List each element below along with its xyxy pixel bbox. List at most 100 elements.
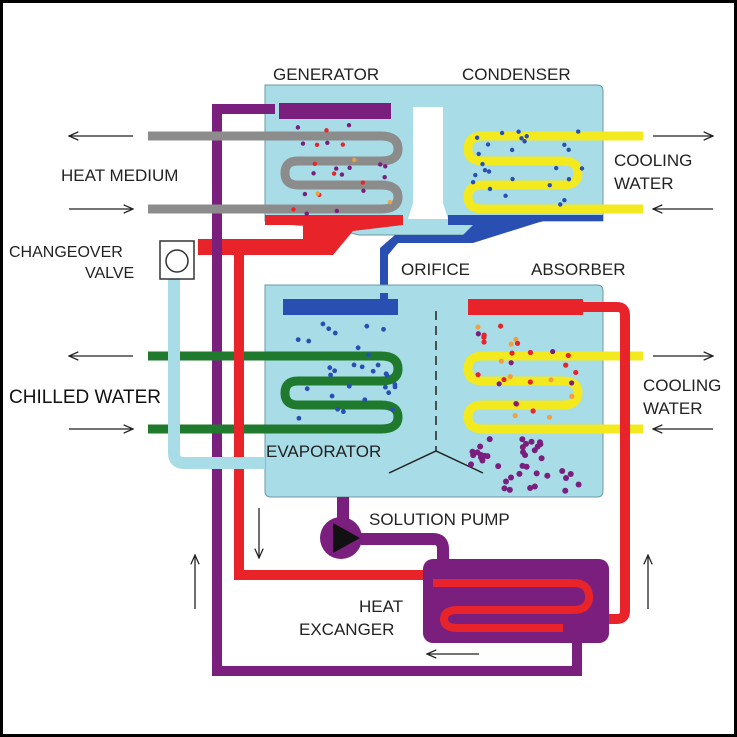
solution-pump-arrow	[333, 523, 360, 553]
condenser-cooling-coil	[463, 131, 643, 214]
droplet	[485, 142, 491, 147]
droplet	[329, 393, 335, 399]
droplet	[514, 340, 521, 346]
droplet	[312, 161, 318, 166]
droplet	[501, 376, 507, 383]
droplet	[381, 326, 386, 332]
droplet	[530, 408, 536, 414]
droplet	[295, 337, 301, 343]
droplet	[382, 175, 387, 180]
droplet	[497, 323, 504, 329]
droplet	[508, 474, 515, 481]
droplet	[475, 331, 481, 337]
droplet	[527, 485, 534, 492]
droplet	[565, 352, 571, 359]
droplet	[300, 141, 306, 146]
droplet	[387, 199, 393, 205]
absorber-spray-header	[468, 299, 583, 315]
red-pipe-to-absorber	[563, 302, 630, 624]
absorber-cooling-coil	[463, 351, 643, 434]
droplet	[519, 436, 526, 443]
droplet	[528, 438, 535, 445]
droplet	[569, 380, 575, 386]
absorption-chiller-diagram: GENERATOR CONDENSER HEAT MEDIUM COOLING …	[9, 65, 721, 676]
droplet	[314, 142, 320, 147]
droplet	[486, 169, 492, 174]
label-changeover-2: VALVE	[85, 265, 134, 282]
droplet	[468, 461, 475, 468]
droplet	[508, 360, 514, 366]
label-cooling-water-mid-1: COOLING	[643, 376, 721, 395]
vapor-chimney	[408, 107, 448, 219]
label-cooling-water-mid-2: WATER	[643, 399, 703, 418]
droplet	[332, 330, 338, 336]
droplet	[304, 211, 309, 216]
droplet	[575, 481, 582, 488]
droplet	[481, 332, 487, 338]
droplet	[296, 415, 302, 421]
droplet	[352, 157, 357, 163]
droplet	[510, 176, 515, 182]
droplet	[550, 348, 556, 355]
droplet	[324, 128, 329, 133]
droplet	[332, 368, 338, 374]
droplet	[347, 165, 352, 171]
droplet	[392, 384, 398, 390]
droplet	[519, 462, 526, 469]
droplet	[516, 470, 523, 477]
droplet	[315, 191, 320, 196]
flow-arrows	[69, 136, 713, 654]
droplet	[355, 345, 361, 351]
droplet	[328, 372, 334, 378]
droplet	[302, 191, 308, 197]
droplet	[573, 369, 579, 376]
droplet	[487, 186, 493, 192]
droplet	[475, 372, 481, 378]
droplet	[326, 326, 332, 332]
droplet	[506, 486, 513, 493]
label-chilled-water: CHILLED WATER	[9, 387, 161, 408]
droplet	[563, 362, 569, 368]
label-generator: GENERATOR	[273, 65, 379, 84]
droplet	[390, 407, 395, 412]
purple-pipe-loop	[212, 104, 582, 676]
heat-medium-coil	[148, 131, 403, 214]
droplet	[346, 383, 352, 389]
droplet	[320, 321, 326, 327]
droplet	[474, 135, 480, 140]
droplet	[558, 202, 563, 207]
droplet	[474, 449, 481, 456]
generator-spray-header	[279, 103, 391, 119]
droplet	[509, 350, 515, 356]
label-orifice: ORIFICE	[401, 260, 470, 279]
droplet	[477, 443, 484, 450]
droplet	[325, 140, 330, 145]
changeover-bypass-pipe	[168, 278, 265, 469]
label-solution-pump: SOLUTION PUMP	[369, 510, 510, 529]
droplet	[339, 172, 345, 177]
droplet	[553, 165, 559, 171]
droplet	[346, 123, 352, 128]
droplet	[486, 436, 493, 443]
label-cooling-water-top-2: WATER	[614, 174, 674, 193]
generator-solution-pool	[198, 215, 403, 255]
droplet	[366, 352, 371, 358]
sump-lines	[388, 450, 484, 474]
label-condenser: CONDENSER	[462, 65, 571, 84]
droplet	[576, 129, 581, 134]
droplet	[498, 358, 504, 364]
chilled-water-coil	[148, 351, 403, 434]
droplet	[382, 384, 388, 390]
lower-vessel	[264, 284, 604, 498]
droplet	[340, 142, 346, 147]
pump-to-exchanger-pipe	[361, 533, 449, 563]
droplet	[479, 457, 486, 464]
droplet	[383, 164, 388, 169]
droplet	[334, 208, 340, 214]
droplet	[513, 336, 519, 342]
droplet	[527, 379, 533, 385]
droplet	[520, 449, 527, 456]
droplet	[531, 483, 538, 490]
droplet	[562, 197, 567, 203]
droplet	[295, 125, 301, 130]
